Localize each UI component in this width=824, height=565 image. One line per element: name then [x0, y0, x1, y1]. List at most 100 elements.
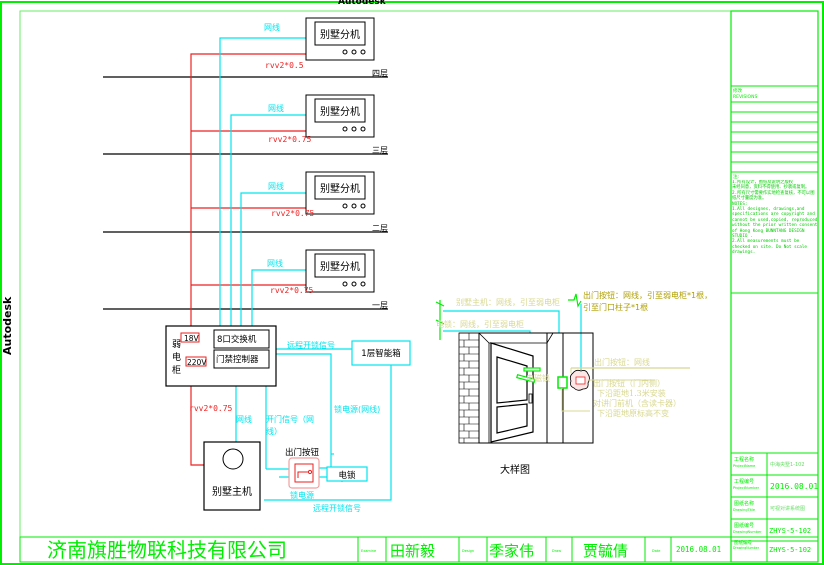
unit-label: 别墅分机: [320, 28, 360, 41]
access-controller-label: 门禁控制器: [216, 354, 259, 365]
exit-button-caption: 出门按钮: [285, 447, 320, 458]
power-label-floor3: rvv2*0.75: [268, 135, 312, 144]
button-dot-icon: [351, 281, 357, 287]
unit-label: 别墅分机: [320, 182, 360, 195]
notes-en-1: 1.All designes, drawings,and specificati…: [732, 207, 818, 240]
v220-label: 220V: [187, 358, 207, 367]
exit-button[interactable]: [288, 457, 320, 489]
electric-lock-box: [326, 466, 368, 482]
detail-title: 大样图: [500, 463, 530, 476]
lock-power-label: 锁电源: [290, 490, 314, 500]
net-label-floor3: 网线: [268, 103, 284, 113]
notes-en-2: 2.All measurements must be checked on si…: [732, 239, 808, 256]
row-label-cn: 图纸名称: [734, 500, 754, 507]
row-label-en: ProjectNumber: [733, 486, 760, 490]
net-label-floor2: 网线: [268, 181, 284, 191]
cabinet-label-2: 电: [172, 351, 181, 363]
note-exit-btn-1: 出门按钮：网线，引至弱电柜*1根，: [583, 290, 712, 300]
button-dot-icon: [351, 126, 357, 132]
floor-unit-4[interactable]: 别墅分机: [305, 17, 375, 61]
button-dot-icon: [360, 281, 366, 287]
top-title-partial: Autodesk: [338, 0, 387, 7]
floor-unit-3[interactable]: 别墅分机: [305, 94, 375, 138]
floor-unit-2[interactable]: 别墅分机: [305, 171, 375, 215]
v18-box: [180, 332, 200, 343]
inner-frame: [19, 10, 819, 563]
open-signal-label-1: 开门信号（网: [266, 414, 314, 424]
examiner-name: 田新毅: [390, 542, 435, 560]
floor-lines: 四层 三层 二层 一层: [103, 69, 388, 310]
row-value: 可视对讲系统图: [770, 505, 805, 512]
door-front-unit: [557, 376, 568, 389]
power-label-floor2: rvv2*0.75: [271, 209, 315, 218]
key-icon: [297, 471, 309, 478]
network-wiring: [210, 37, 392, 501]
key-icon-ring: [307, 469, 313, 475]
unit-screen: [314, 175, 366, 200]
notes-en-title: NOTES:: [732, 201, 748, 207]
company-name: 济南旗胜物联科技有限公司: [47, 538, 287, 562]
detail-drawing: 别墅主机：网线，引至弱电柜 电锁：网线，引至弱电柜 出门按钮：网线，引至弱电柜*…: [435, 290, 712, 476]
electric-lock[interactable]: 电锁: [326, 466, 368, 482]
draw-label: Draw: [552, 549, 561, 553]
footer-strip: [19, 536, 819, 563]
main-net-label: 网线: [236, 414, 252, 424]
smart-box-rect: [351, 340, 411, 366]
smart-box-1f[interactable]: 1层智能箱: [351, 340, 411, 366]
drawer-name: 贾毓倩: [583, 542, 628, 560]
button-dot-icon: [351, 203, 357, 209]
notes-title: 注:: [733, 173, 739, 180]
main-unit-label: 别墅主机: [212, 485, 252, 498]
cabinet-label-1: 弱: [172, 339, 181, 350]
revisions-cn: 修改: [733, 87, 742, 94]
row-value: ZHYS-5-102: [769, 527, 811, 535]
electric-lock-label: 电锁: [338, 470, 356, 481]
titleblock-row-project-name: 工程名称 ProjectName 中海央墅1-102: [733, 456, 805, 468]
row-value: 2016.08.01: [770, 482, 818, 491]
floor-label-4: 四层: [372, 69, 388, 78]
maglock-top: [523, 367, 541, 372]
revisions-en: REVISIONS: [733, 94, 757, 100]
button-dot-icon: [342, 126, 348, 132]
villa-main-unit[interactable]: 别墅主机: [203, 441, 261, 511]
cabinet-label-3: 柜: [172, 364, 181, 376]
power-label-floor4: rvv2*0.5: [265, 61, 304, 70]
notes-cn-1b: 未经同意，资料不得使用、抄袭或复制。: [732, 185, 810, 191]
weak-current-cabinet[interactable]: 弱 电 柜 18V 220V 8口交换机 门禁控制器: [165, 325, 277, 387]
floor-label-3: 三层: [372, 146, 388, 155]
access-controller: [213, 349, 270, 369]
switch-label: 8口交换机: [217, 334, 257, 345]
titleblock-row-project-number: 工程编号 ProjectNumber 2016.08.01: [733, 478, 818, 491]
footer-drawing-number-label-cn: 图纸编号: [734, 539, 752, 546]
row-label-en: DrawingTitle: [733, 508, 755, 512]
maglock-label: 电磁锁: [526, 373, 550, 383]
floor-unit-1[interactable]: 别墅分机: [305, 249, 375, 293]
note-exit-net: 出门按钮：网线: [594, 357, 650, 367]
row-value: 中海央墅1-102: [770, 461, 805, 468]
button-dot-icon: [342, 49, 348, 55]
note-door-unit: 对讲门前机（含读卡器）: [593, 398, 681, 408]
notes-text: 1.所有设计，图纸及说明之版权 未经同意，资料不得使用、抄袭或复制。 2.所有尺…: [732, 180, 818, 256]
designer-name: 季家伟: [489, 542, 534, 560]
row-label-cn: 图纸编号: [734, 522, 754, 529]
open-signal-label-2: 线）: [266, 426, 282, 436]
button-dot-icon: [360, 126, 366, 132]
row-label-en: DrawingNumber: [733, 530, 762, 534]
switch-8port: [213, 329, 270, 349]
power-label-floor1: rvv2*0.75: [270, 286, 314, 295]
button-dot-icon: [360, 49, 366, 55]
note-exit-btn-2: 引至门口柱子*1根: [583, 302, 648, 312]
row-label-cn: 工程名称: [734, 456, 754, 463]
note-exit-inside: 出门按钮（门内侧）: [593, 378, 665, 388]
unit-screen: [314, 98, 366, 123]
v18-label: 18V: [184, 334, 200, 343]
floor-label-2: 二层: [372, 224, 388, 233]
door-leaf: [490, 342, 534, 443]
door-handle: [528, 393, 533, 404]
titleblock-row-drawing-number: 图纸编号 DrawingNumber ZHYS-5-102: [733, 522, 811, 535]
notes-cn-2: 2.所有尺寸需要作实地检查复核，不可以图纸尺寸量度为准。: [732, 190, 815, 202]
note-main-unit: 别墅主机：网线，引至弱电柜: [456, 297, 560, 307]
net-label-floor1: 网线: [267, 258, 283, 268]
